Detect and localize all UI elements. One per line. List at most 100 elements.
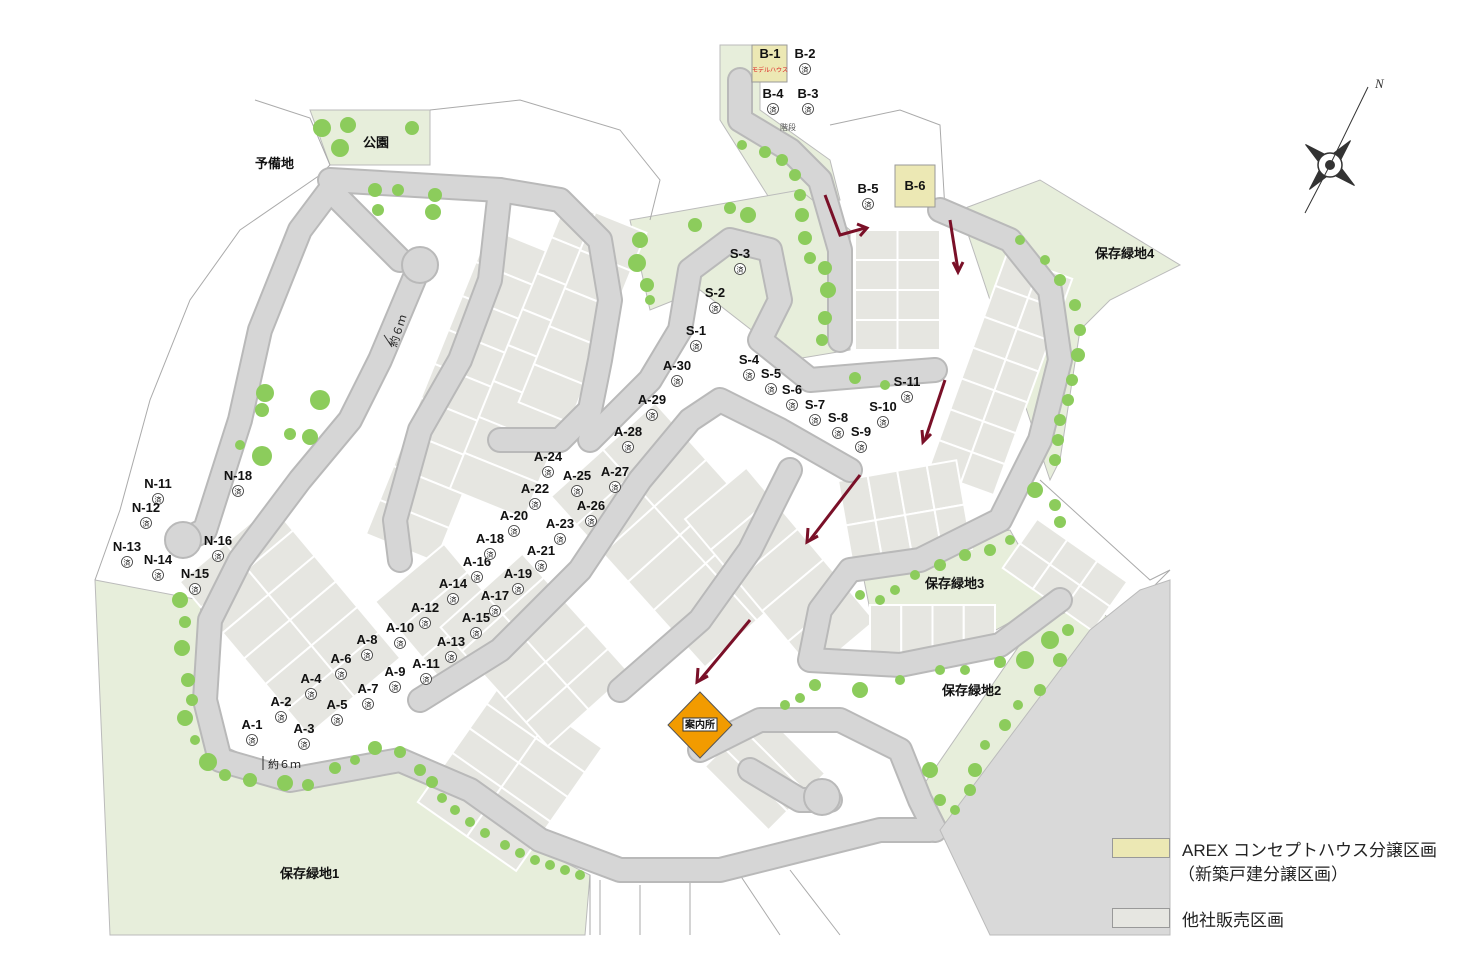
lot-b-4[interactable]: B-4済 bbox=[763, 86, 785, 115]
lot-a-1[interactable]: A-1済 bbox=[242, 717, 263, 746]
lot-b-2[interactable]: B-2済 bbox=[795, 46, 816, 75]
sold-mark: 済 bbox=[301, 740, 308, 749]
lot-b-3[interactable]: B-3済 bbox=[798, 86, 819, 115]
lot-a-12[interactable]: A-12済 bbox=[411, 600, 439, 629]
lot-label: B-5 bbox=[858, 181, 879, 196]
lot-a-29[interactable]: A-29済 bbox=[638, 392, 666, 421]
lot-label: A-18 bbox=[476, 531, 504, 546]
tree-icon bbox=[1062, 624, 1074, 636]
lot-b-6[interactable]: B-6 bbox=[905, 178, 926, 193]
lot-label: N-13 bbox=[113, 539, 141, 554]
lot-n-11[interactable]: N-11済 bbox=[144, 476, 172, 505]
lot-a-19[interactable]: A-19済 bbox=[504, 566, 532, 595]
tree-icon bbox=[1054, 274, 1066, 286]
lot-n-14[interactable]: N-14済 bbox=[144, 552, 173, 581]
lot-label: B-4 bbox=[763, 86, 785, 101]
lot-s-5[interactable]: S-5済 bbox=[761, 366, 781, 395]
lot-a-15[interactable]: A-15済 bbox=[462, 610, 490, 639]
lot-a-30[interactable]: A-30済 bbox=[663, 358, 691, 387]
tree-icon bbox=[177, 710, 193, 726]
lot-label: A-13 bbox=[437, 634, 465, 649]
lot-a-17[interactable]: A-17済 bbox=[481, 588, 509, 617]
lot-a-27[interactable]: A-27済 bbox=[601, 464, 629, 493]
lot-a-11[interactable]: A-11済 bbox=[412, 656, 440, 685]
sold-mark: 済 bbox=[674, 377, 681, 386]
tree-icon bbox=[628, 254, 646, 272]
lot-a-5[interactable]: A-5済 bbox=[327, 697, 348, 726]
lot-a-7[interactable]: A-7済 bbox=[358, 681, 379, 710]
lot-n-12[interactable]: N-12済 bbox=[132, 500, 160, 529]
tree-icon bbox=[179, 616, 191, 628]
tree-icon bbox=[795, 208, 809, 222]
lot-a-25[interactable]: A-25済 bbox=[563, 468, 591, 497]
lot-a-8[interactable]: A-8済 bbox=[357, 632, 378, 661]
lot-a-28[interactable]: A-28済 bbox=[614, 424, 642, 453]
other-lot bbox=[869, 604, 903, 656]
sold-mark-icon bbox=[275, 711, 287, 723]
lot-a-3[interactable]: A-3済 bbox=[294, 721, 315, 750]
lot-label: A-20 bbox=[500, 508, 528, 523]
lot-label: A-12 bbox=[411, 600, 439, 615]
lot-a-16[interactable]: A-16済 bbox=[463, 554, 491, 583]
lot-s-10[interactable]: S-10済 bbox=[869, 399, 897, 428]
lot-n-13[interactable]: N-13済 bbox=[113, 539, 141, 568]
lot-a-20[interactable]: A-20済 bbox=[500, 508, 528, 537]
tree-icon bbox=[780, 700, 790, 710]
tree-icon bbox=[331, 139, 349, 157]
sold-mark-icon bbox=[212, 550, 224, 562]
info-office[interactable]: 案内所 bbox=[667, 691, 733, 759]
reserve-label: 予備地 bbox=[255, 156, 294, 171]
lot-s-3[interactable]: S-3済 bbox=[730, 246, 750, 275]
lot-s-1[interactable]: S-1済 bbox=[686, 323, 706, 352]
sold-mark: 済 bbox=[392, 683, 399, 692]
lot-a-23[interactable]: A-23済 bbox=[546, 516, 574, 545]
lot-a-10[interactable]: A-10済 bbox=[386, 620, 414, 649]
lot-label: B-2 bbox=[795, 46, 816, 61]
lot-a-6[interactable]: A-6済 bbox=[331, 651, 352, 680]
lot-label: S-11 bbox=[894, 374, 921, 389]
tree-icon bbox=[186, 694, 198, 706]
lot-s-11[interactable]: S-11済 bbox=[894, 374, 921, 403]
lot-label: N-18 bbox=[224, 468, 252, 483]
lot-s-6[interactable]: S-6済 bbox=[782, 382, 802, 411]
lot-label: N-14 bbox=[144, 552, 173, 567]
tree-icon bbox=[968, 763, 982, 777]
sold-mark: 済 bbox=[515, 585, 522, 594]
lot-block bbox=[1001, 517, 1129, 633]
tree-icon bbox=[256, 384, 274, 402]
lot-a-2[interactable]: A-2済 bbox=[271, 694, 292, 723]
lot-a-24[interactable]: A-24済 bbox=[534, 449, 563, 478]
lot-n-15[interactable]: N-15済 bbox=[181, 566, 209, 595]
tree-icon bbox=[875, 595, 885, 605]
tree-icon bbox=[181, 673, 195, 687]
lot-a-22[interactable]: A-22済 bbox=[521, 481, 549, 510]
lot-a-14[interactable]: A-14済 bbox=[439, 576, 468, 605]
lot-label: N-15 bbox=[181, 566, 209, 581]
sold-mark-icon bbox=[419, 617, 431, 629]
tree-icon bbox=[500, 840, 510, 850]
lot-a-18[interactable]: A-18済 bbox=[476, 531, 504, 560]
lot-a-9[interactable]: A-9済 bbox=[385, 664, 406, 693]
tree-icon bbox=[1041, 631, 1059, 649]
lot-s-4[interactable]: S-4済 bbox=[739, 352, 760, 381]
lot-a-21[interactable]: A-21済 bbox=[527, 543, 555, 572]
sold-mark: 済 bbox=[143, 519, 150, 528]
lot-s-7[interactable]: S-7済 bbox=[805, 397, 825, 426]
lot-s-2[interactable]: S-2済 bbox=[705, 285, 725, 314]
lot-a-13[interactable]: A-13済 bbox=[437, 634, 465, 663]
tree-icon bbox=[172, 592, 188, 608]
sold-mark: 済 bbox=[625, 443, 632, 452]
tree-icon bbox=[645, 295, 655, 305]
tree-icon bbox=[922, 762, 938, 778]
lot-n-18[interactable]: N-18済 bbox=[224, 468, 252, 497]
lot-n-16[interactable]: N-16済 bbox=[204, 533, 232, 562]
lot-a-26[interactable]: A-26済 bbox=[577, 498, 605, 527]
lot-s-9[interactable]: S-9済 bbox=[851, 424, 871, 453]
measure-b-label: 約６ｍ bbox=[268, 757, 301, 771]
lot-s-8[interactable]: S-8済 bbox=[828, 410, 848, 439]
lot-a-4[interactable]: A-4済 bbox=[301, 671, 323, 700]
lot-b-5[interactable]: B-5済 bbox=[858, 181, 879, 210]
other-lot bbox=[896, 229, 941, 261]
tree-icon bbox=[818, 311, 832, 325]
